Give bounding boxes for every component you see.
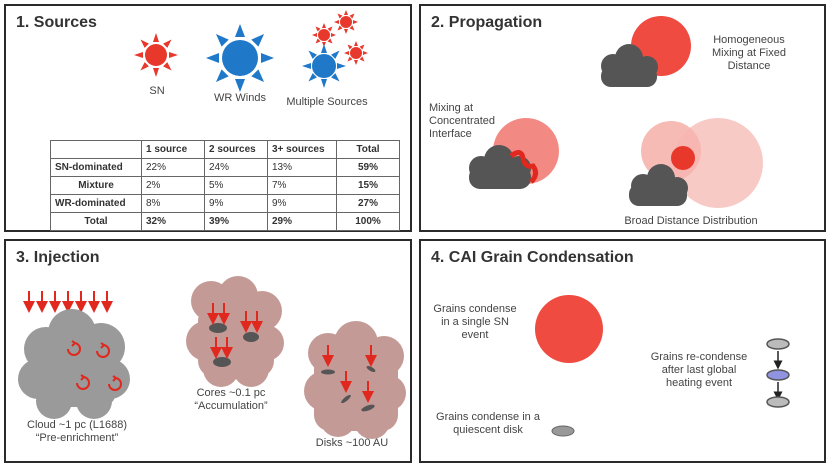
multi-sn-star-3-icon: [344, 41, 368, 65]
total-cell: 15%: [336, 176, 400, 195]
grain-disk-bottom-icon: [766, 396, 790, 408]
table-cell: 7%: [267, 176, 337, 195]
table-row: WR-dominated 8% 9% 9% 27%: [50, 194, 400, 213]
panel-title: 3. Injection: [16, 249, 100, 266]
incoming-arrows: [23, 291, 113, 313]
broad-label: Broad Distance Distribution: [624, 215, 758, 227]
mixing-label: Mixing at Concentrated Interface: [429, 102, 496, 141]
recondense-label: Grains re-condense after last global hea…: [650, 351, 748, 390]
sn-label: SN: [149, 85, 165, 97]
quiescent-disk-icon: [551, 425, 575, 437]
core-blobs: [209, 323, 259, 367]
sn-event-circle: [535, 295, 603, 363]
row-label: WR-dominated: [50, 194, 142, 213]
table-header-cell: 3+ sources: [267, 140, 337, 159]
cores-label: Cores ~0.1 pc “Accumulation”: [194, 387, 268, 413]
multi-wr-star-icon: [302, 44, 346, 88]
panel-injection: 3. Injection: [4, 239, 412, 463]
row-label: Mixture: [50, 176, 142, 195]
total-cell: 100%: [336, 212, 400, 231]
table-header-cell: 2 sources: [204, 140, 268, 159]
grain-disk-top-icon: [766, 338, 790, 350]
table-row: SN-dominated 22% 24% 13% 59%: [50, 158, 400, 177]
wr-label: WR Winds: [214, 92, 266, 104]
table-cell: 24%: [204, 158, 268, 177]
row-label: Total: [50, 212, 142, 231]
homog-label: Homogeneous Mixing at Fixed Distance: [712, 34, 786, 73]
row-label: SN-dominated: [50, 158, 142, 177]
panel-propagation: 2. Propagation Homogeneous Mixing at Fix…: [419, 4, 826, 232]
swirl-icons: [67, 340, 122, 391]
cloud-icon: [629, 164, 688, 206]
single-sn-label: Grains condense in a single SN event: [433, 303, 517, 342]
grain-disk-heated-icon: [766, 369, 790, 381]
table-row: Total 32% 39% 29% 100%: [50, 212, 400, 231]
table-cell: 9%: [267, 194, 337, 213]
sources-table: 1 source 2 sources 3+ sources Total SN-d…: [50, 140, 400, 231]
table-header-cell: 1 source: [141, 140, 205, 159]
table-cell: 22%: [141, 158, 205, 177]
disk-arrows: [322, 345, 377, 403]
table-cell: 13%: [267, 158, 337, 177]
cloud-label: Cloud ~1 pc (L1688) “Pre-enrichment”: [27, 419, 127, 445]
table-cell: 39%: [204, 212, 268, 231]
disks-label: Disks ~100 AU: [315, 437, 389, 449]
quiescent-label: Grains condense in a quiescent disk: [436, 411, 540, 437]
sources-svg: [134, 10, 368, 92]
table-cell: 5%: [204, 176, 268, 195]
table-header-cell: [50, 140, 142, 159]
table-row: Mixture 2% 5% 7% 15%: [50, 176, 400, 195]
total-cell: 27%: [336, 194, 400, 213]
injection-svg: [18, 276, 406, 439]
interface-line: [509, 150, 539, 184]
cloud-icon: [601, 44, 658, 87]
gray-cloud-icon: [18, 309, 130, 419]
sn-star-icon: [134, 33, 178, 77]
sn-shell-circle: [671, 146, 695, 170]
table-cell: 9%: [204, 194, 268, 213]
table-header-row: 1 source 2 sources 3+ sources Total: [50, 140, 400, 159]
multi-label: Multiple Sources: [286, 96, 368, 108]
condensation-svg: [535, 295, 790, 437]
wr-star-icon: [206, 24, 274, 92]
table-cell: 29%: [267, 212, 337, 231]
table-header-cell: Total: [336, 140, 400, 159]
disk-blobs: [321, 365, 376, 412]
multi-sn-star-1-icon: [334, 10, 358, 34]
table-cell: 8%: [141, 194, 205, 213]
panel-title: 1. Sources: [16, 14, 97, 31]
core-arrows: [207, 303, 263, 359]
propagation-svg: [469, 16, 763, 208]
table-cell: 32%: [141, 212, 205, 231]
disks-cloud-icon: [304, 321, 406, 439]
multi-sn-star-2-icon: [312, 23, 336, 47]
total-cell: 59%: [336, 158, 400, 177]
panel-title: 2. Propagation: [431, 14, 543, 31]
panel-sources: 1. Sources: [4, 4, 412, 232]
panel-title: 4. CAI Grain Condensation: [431, 249, 634, 266]
cores-cloud-icon: [186, 276, 284, 387]
panel-cai-condensation: 4. CAI Grain Condensation Grains condens…: [419, 239, 826, 463]
table-cell: 2%: [141, 176, 205, 195]
